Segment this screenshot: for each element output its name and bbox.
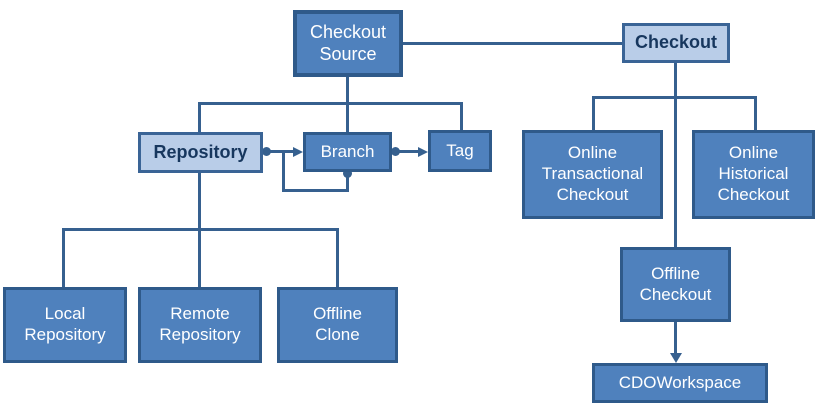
node-offline-checkout: Offline Checkout <box>620 247 731 322</box>
connector-segment <box>336 228 339 287</box>
node-checkout-source: Checkout Source <box>293 10 403 77</box>
node-online-historical-checkout: Online Historical Checkout <box>692 130 815 219</box>
node-online-transactional-checkout: Online Transactional Checkout <box>522 130 663 219</box>
connector-segment <box>395 150 420 153</box>
node-offline-clone: Offline Clone <box>277 287 398 363</box>
node-cdo-workspace: CDOWorkspace <box>592 363 768 403</box>
node-remote-repository: Remote Repository <box>138 287 262 363</box>
arrowhead-right-icon <box>418 147 428 157</box>
node-repository: Repository <box>138 132 263 173</box>
node-checkout: Checkout <box>622 23 730 63</box>
association-dot <box>343 169 352 178</box>
connector-segment <box>62 228 65 287</box>
arrowhead-down-icon <box>670 353 682 363</box>
connector-segment <box>198 228 201 287</box>
connector-segment <box>282 152 285 192</box>
connector-segment <box>754 96 757 130</box>
association-dot <box>262 147 271 156</box>
node-local-repository: Local Repository <box>3 287 127 363</box>
connector-segment <box>403 42 622 45</box>
connector-segment <box>198 102 463 105</box>
connector-segment <box>674 96 677 247</box>
connector-segment <box>674 63 677 99</box>
connector-segment <box>266 150 295 153</box>
connector-segment <box>346 174 349 192</box>
connector-segment <box>346 102 349 132</box>
connector-segment <box>592 96 595 130</box>
node-branch: Branch <box>303 132 392 172</box>
connector-segment <box>460 102 463 130</box>
connector-segment <box>346 77 349 105</box>
association-dot <box>391 147 400 156</box>
connector-segment <box>198 102 201 132</box>
connector-segment <box>674 322 677 355</box>
connector-segment <box>198 173 201 230</box>
arrowhead-right-icon <box>293 147 303 157</box>
connector-segment <box>282 189 349 192</box>
node-tag: Tag <box>428 130 492 172</box>
